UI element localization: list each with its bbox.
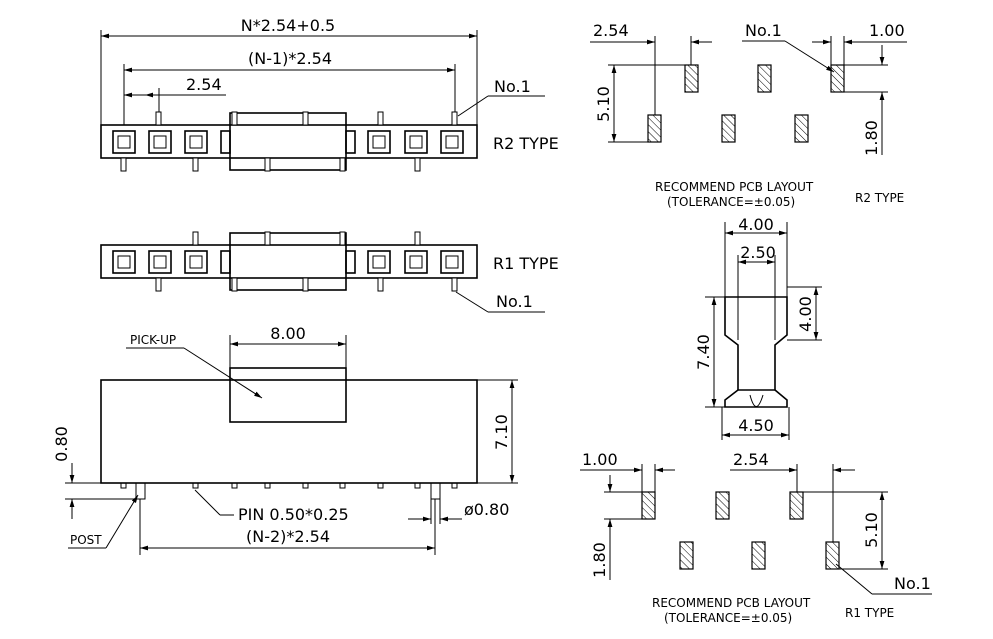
pcb-layout-r2: 2.54 5.10 No.1 1.00 1.80 RECOMMEND PCB L…: [590, 21, 907, 209]
pickup-width-dim: 8.00: [270, 324, 306, 343]
top-view: N*2.54+0.5 (N-1)*2.54 2.54 No.1: [100, 16, 559, 313]
r1-caption-2: (TOLERANCE=±0.05): [664, 611, 792, 625]
upper-height-dim: 4.00: [796, 296, 815, 332]
r1-pad-length-dim: 1.80: [590, 542, 609, 578]
post-span-dim: (N-2)*2.54: [246, 527, 330, 546]
r1-caption-1: RECOMMEND PCB LAYOUT: [652, 596, 811, 610]
r2-type-label: R2 TYPE: [493, 134, 559, 153]
r2-connector: [100, 111, 478, 172]
r1-pitch-dim: 2.54: [733, 450, 769, 469]
post-label: POST: [70, 533, 102, 547]
r2-row-spacing-dim: 5.10: [594, 86, 613, 122]
side-view: 8.00 PICK-UP 7.10: [52, 324, 518, 555]
inner-width-dim: 2.50: [740, 243, 776, 262]
r1-connector: [100, 231, 478, 292]
r2-pad-length-dim: 1.80: [862, 120, 881, 156]
post-dia-dim: ø0.80: [464, 500, 509, 519]
no1-label-r1: No.1: [496, 292, 533, 311]
pitch-dim-top: 2.54: [186, 75, 222, 94]
r1-pad-width-dim: 1.00: [582, 450, 618, 469]
r1-row-spacing-dim: 5.10: [862, 512, 881, 548]
r2-pitch-dim: 2.54: [593, 21, 629, 40]
height-dim: 7.10: [492, 414, 511, 450]
overall-length-dim: N*2.54+0.5: [241, 16, 335, 35]
r1-no1-label: No.1: [894, 574, 931, 593]
r2-caption-1: RECOMMEND PCB LAYOUT: [655, 180, 814, 194]
base-width-dim: 4.50: [738, 416, 774, 435]
r2-no1-label: No.1: [745, 21, 782, 40]
r2-caption-2: (TOLERANCE=±0.05): [667, 195, 795, 209]
pin-label: PIN 0.50*0.25: [238, 505, 349, 524]
outer-width-dim: 4.00: [738, 215, 774, 234]
end-view: 4.00 2.50 4.00 7.40 4.50: [694, 215, 822, 440]
pickup-label: PICK-UP: [130, 333, 176, 347]
pin-span-dim: (N-1)*2.54: [248, 49, 332, 68]
r2-pad-width-dim: 1.00: [869, 21, 905, 40]
no1-label-r2: No.1: [494, 77, 531, 96]
total-height-dim: 7.40: [694, 334, 713, 370]
r1-type-caption: R1 TYPE: [845, 606, 894, 620]
standoff-dim: 0.80: [52, 426, 71, 462]
r1-type-label: R1 TYPE: [493, 254, 559, 273]
r2-type-caption: R2 TYPE: [855, 191, 904, 205]
pcb-layout-r1: 1.00 2.54 1.80 5.10 No.1 RECOMMEND PCB L…: [580, 450, 932, 625]
